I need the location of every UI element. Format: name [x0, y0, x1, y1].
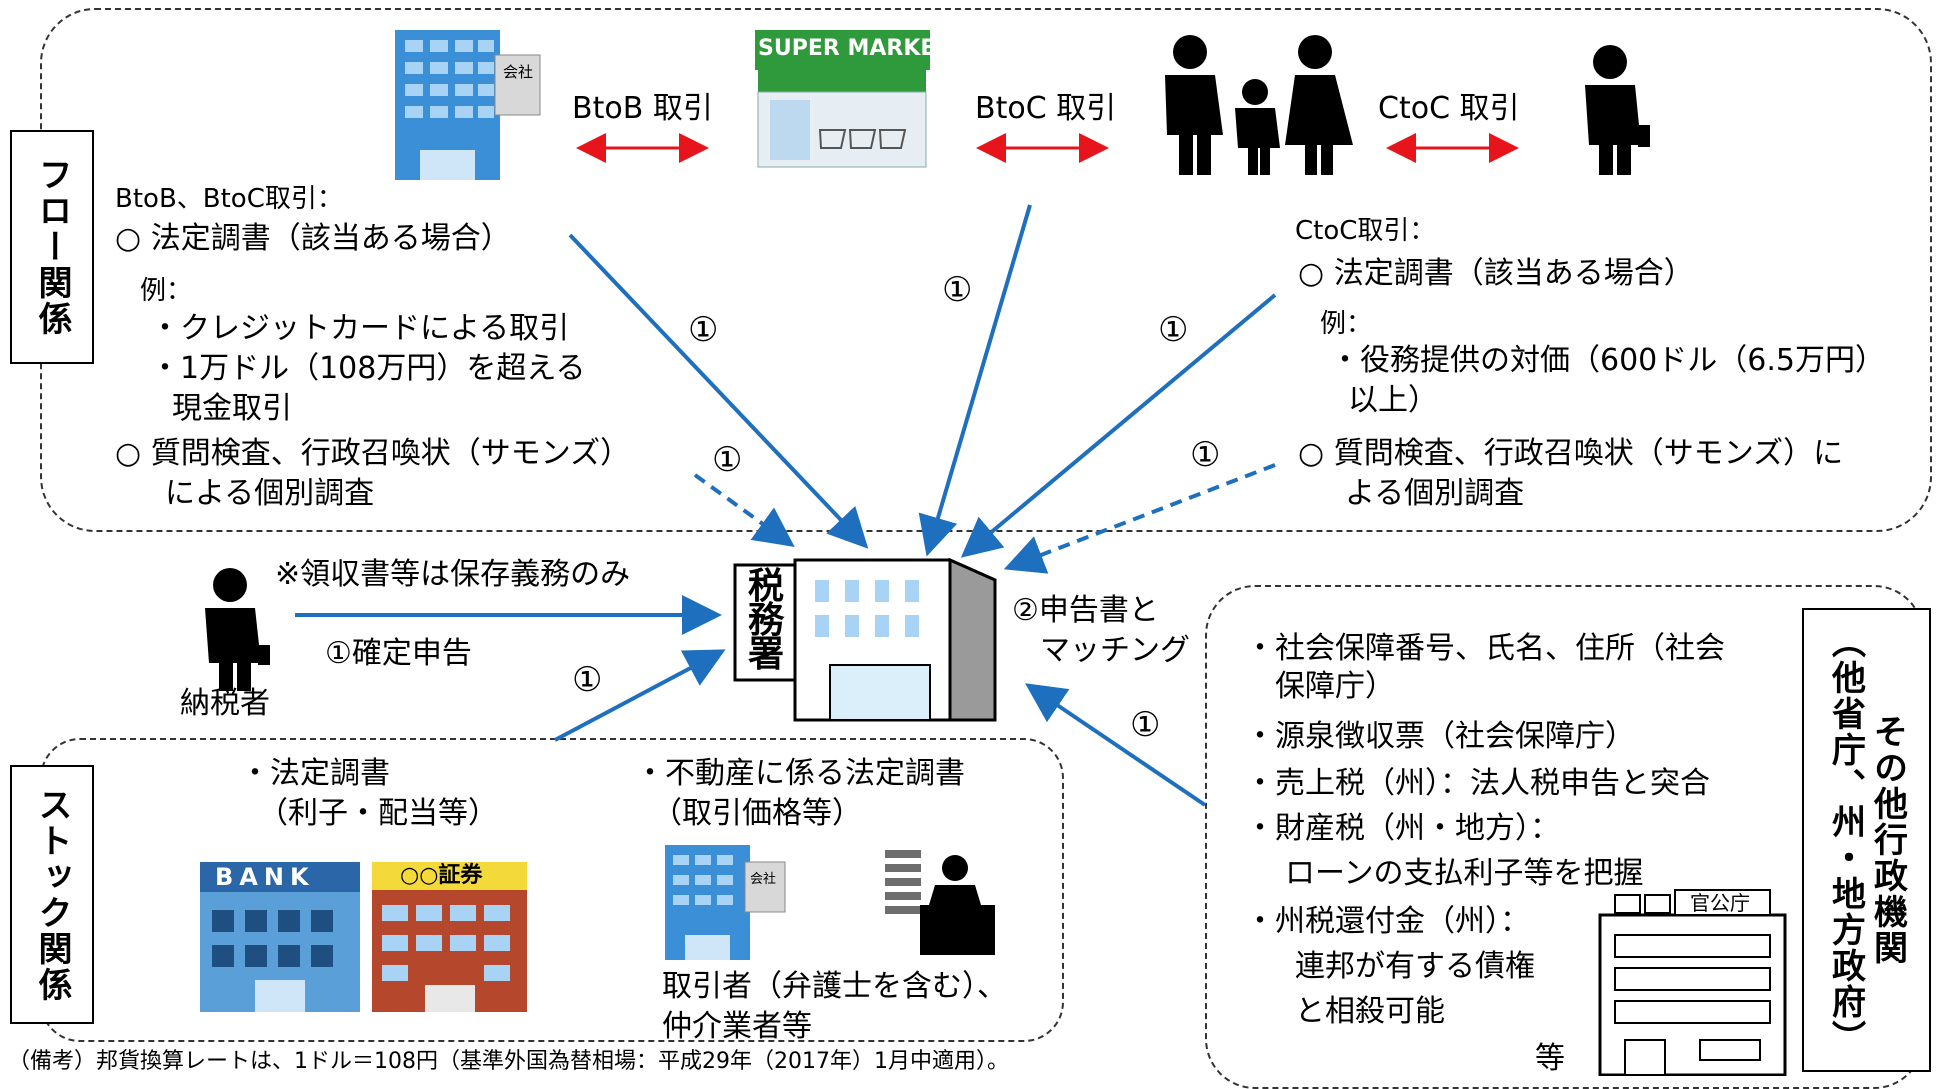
ctoc-label: CtoC 取引 [1378, 91, 1520, 126]
taxpayer-label: 納税者 [180, 686, 270, 721]
matching-label-b: マッチング [1040, 633, 1190, 668]
right-item-summons-b: よる個別調査 [1345, 476, 1525, 511]
left-example-label: 例： [140, 276, 193, 306]
marker-summons-right: ① [1190, 435, 1221, 475]
summons-arrow-right [1003, 463, 1276, 574]
flow-arrow-left [568, 233, 869, 549]
agency-item-ssn-a: ・社会保障番号、氏名、住所（社会 [1245, 631, 1725, 666]
btob-label: BtoB 取引 [572, 91, 713, 126]
supermarket-sign: SUPER MARKET [758, 36, 951, 61]
agency-item-sales-tax: ・売上税（州）：法人税申告と突合 [1245, 766, 1710, 801]
stock-arrow [554, 649, 726, 742]
left-example-credit: ・クレジットカードによる取引 [150, 311, 570, 346]
marker-summons-left: ① [712, 440, 743, 480]
other-agencies-arrow [1025, 683, 1207, 807]
marker-flow-right: ① [1158, 310, 1189, 350]
government-sign: 官公庁 [1690, 891, 1750, 915]
left-item-statutory: ○ 法定調書（該当ある場合） [115, 221, 511, 256]
btob-btoc-heading: BtoB、BtoC取引： [115, 184, 343, 214]
agency-item-withholding: ・源泉徴収票（社会保障庁） [1245, 719, 1635, 754]
right-item-summons-a: ○ 質問検査、行政召喚状（サモンズ）に [1298, 436, 1844, 471]
agency-etc: 等 [1535, 1041, 1565, 1076]
ctoc-heading: CtoC取引： [1295, 216, 1436, 246]
right-item-statutory: ○ 法定調書（該当ある場合） [1298, 256, 1694, 291]
right-example-service-b: 以上） [1348, 383, 1438, 418]
agency-item-refund-a: ・州税還付金（州）： [1245, 904, 1530, 939]
stock-item-interest-b: （利子・配当等） [258, 796, 498, 831]
flow-arrow-center [918, 204, 1032, 557]
right-example-service-a: ・役務提供の対価（600ドル（6.5万円） [1330, 343, 1885, 378]
agency-item-ssn-b: 保障庁） [1275, 669, 1395, 704]
marker-other-agencies: ① [1130, 705, 1161, 745]
flow-arrow-right [960, 293, 1277, 558]
flow-side-label: フロー関係 [10, 130, 94, 364]
tax-office-sign: 税務署 [747, 566, 784, 675]
summons-arrow-left [693, 473, 795, 548]
stock-item-interest-a: ・法定調書 [240, 756, 390, 791]
brokers-label-a: 取引者（弁護士を含む）、 [662, 969, 1007, 1004]
tax-office-icon [733, 557, 997, 722]
stock-item-realestate-a: ・不動産に係る法定調書 [635, 756, 965, 791]
supermarket-icon [755, 30, 930, 168]
real-estate-company-icon [665, 845, 786, 960]
bank-sign: BANK [215, 863, 315, 891]
filing-label: ①確定申告 [325, 636, 472, 671]
family-icon [1165, 35, 1353, 175]
marker-flow-center: ① [942, 270, 973, 310]
securities-sign: ○○証券 [400, 863, 483, 888]
btoc-label: BtoC 取引 [975, 91, 1117, 126]
securities-building-icon [372, 862, 527, 1012]
agency-item-property-tax-a: ・財産税（州・地方）： [1245, 811, 1560, 846]
agency-item-refund-b: 連邦が有する債権 [1295, 949, 1535, 984]
businessman-icon [1585, 45, 1650, 175]
government-office-icon [1598, 889, 1787, 1076]
marker-stock: ① [572, 660, 603, 700]
left-example-cash-b: 現金取引 [172, 391, 292, 426]
agency-item-refund-c: と相殺可能 [1295, 994, 1445, 1029]
marker-flow-left: ① [688, 310, 719, 350]
matching-label-a: ②申告書と [1012, 593, 1159, 628]
other-agencies-side-label: （他省庁、州・地方政府） その他行政機関 [1802, 608, 1931, 1072]
company-sign-top: 会社 [503, 63, 534, 81]
right-example-label: 例： [1320, 309, 1373, 339]
left-item-summons-b: による個別調査 [165, 476, 375, 511]
footnote: （備考）邦貨換算レートは、1ドル＝108円（基準外国為替相場：平成29年（201… [8, 1049, 1009, 1074]
company-sign-stock: 会社 [750, 872, 777, 887]
stock-side-label: ストック関係 [10, 765, 94, 1024]
left-example-cash-a: ・1万ドル（108万円）を超える [150, 351, 586, 386]
lawyer-icon [885, 850, 995, 955]
agency-item-property-tax-b: ローンの支払利子等を把握 [1285, 856, 1644, 891]
stock-item-realestate-b: （取引価格等） [652, 796, 862, 831]
receipt-note: ※領収書等は保存義務のみ [275, 557, 631, 592]
brokers-label-b: 仲介業者等 [662, 1009, 812, 1044]
company-building-icon [395, 30, 541, 180]
taxpayer-icon [205, 568, 270, 691]
left-item-summons-a: ○ 質問検査、行政召喚状（サモンズ） [115, 436, 631, 471]
bank-icon [200, 862, 360, 1012]
